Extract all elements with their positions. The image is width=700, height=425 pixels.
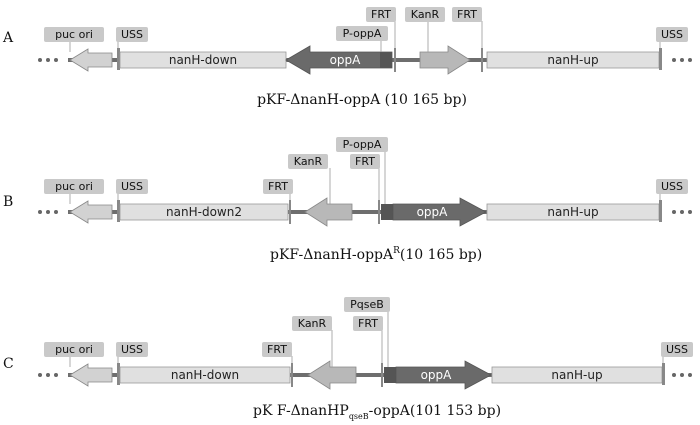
kanr-label: KanR [298, 317, 327, 330]
construct-c: C nanH-down oppA nanH-up puc ori USS FR [3, 297, 693, 421]
uss-left-label: USS [121, 28, 143, 41]
frt1-label: FRT [267, 343, 287, 356]
frt-marker-2 [378, 200, 380, 224]
frt2-label: FRT [355, 155, 375, 168]
kanr-arrow [419, 45, 471, 75]
caption-b: pKF-ΔnanH-oppAR(10 165 bp) [270, 246, 482, 263]
uss-left-label: USS [121, 180, 143, 193]
uss-marker-left [117, 200, 120, 222]
nanh-down-box [119, 366, 291, 384]
nanh-down-label: nanH-down [171, 368, 239, 382]
oppa-arrow [395, 360, 492, 390]
ellipsis-right [672, 58, 692, 62]
pqseb-label: PqseB [350, 298, 384, 311]
puc-ori-label: puc ori [55, 28, 93, 41]
nanh-up-label: nanH-up [551, 368, 602, 382]
ellipsis-right [672, 210, 692, 214]
uss-right-label: USS [661, 180, 683, 193]
oppa-label: oppA [417, 205, 449, 219]
frt1-label: FRT [371, 8, 391, 21]
ellipsis-left [38, 210, 58, 214]
nanh-down-label: nanH-down2 [166, 205, 242, 219]
backbone-line [68, 373, 664, 377]
frt-marker-1 [291, 363, 293, 387]
p-oppa-segment [381, 204, 393, 220]
puc-ori-arrow [69, 363, 113, 387]
nanh-down-box [119, 203, 289, 221]
construct-b: B nanH-down2 oppA nanH-up puc ori USS [3, 137, 692, 263]
frt1-label: FRT [268, 180, 288, 193]
nanh-up-label: nanH-up [547, 205, 598, 219]
frt-marker-2 [381, 363, 383, 387]
frt-marker-2 [481, 48, 483, 72]
uss-right-label: USS [666, 343, 688, 356]
uss-marker-right [659, 200, 662, 222]
frt2-label: FRT [457, 8, 477, 21]
frt-marker-1 [394, 48, 396, 72]
puc-ori-label: puc ori [55, 180, 93, 193]
uss-marker-left [117, 48, 120, 70]
row-letter-a: A [2, 30, 14, 46]
caption-a: pKF-ΔnanH-oppA (10 165 bp) [257, 92, 467, 108]
oppa-label: oppA [421, 368, 453, 382]
uss-marker-right [662, 363, 665, 385]
puc-ori-label: puc ori [55, 343, 93, 356]
kanr-arrow [307, 360, 357, 390]
ellipsis-left [38, 58, 58, 62]
oppa-label: oppA [330, 53, 362, 67]
kanr-label: KanR [294, 155, 323, 168]
kanr-arrow [304, 197, 353, 227]
row-letter-c: C [3, 356, 14, 372]
frt-marker-1 [289, 200, 291, 224]
uss-left-label: USS [121, 343, 143, 356]
ellipsis-left [38, 373, 58, 377]
puc-ori-arrow [69, 200, 113, 224]
caption-c: pK F-ΔnanHPqseB-oppA(101 153 bp) [253, 403, 501, 421]
uss-marker-right [659, 48, 662, 70]
nanh-down-label: nanH-down [169, 53, 237, 67]
puc-ori-arrow [69, 48, 113, 72]
p-oppa-label: P-oppA [343, 138, 382, 151]
frt2-label: FRT [358, 317, 378, 330]
row-letter-b: B [3, 194, 13, 210]
nanh-up-label: nanH-up [547, 53, 598, 67]
oppa-arrow [392, 197, 487, 227]
backbone-line [68, 210, 662, 214]
construct-a: A nanH-down oppA nanH-up [2, 7, 692, 108]
p-oppa-segment [380, 52, 392, 68]
pqseb-segment [384, 367, 396, 383]
p-oppa-label: P-oppA [343, 27, 382, 40]
uss-marker-left [117, 363, 120, 385]
uss-right-label: USS [661, 28, 683, 41]
kanr-label: KanR [411, 8, 440, 21]
ellipsis-right [672, 373, 692, 377]
